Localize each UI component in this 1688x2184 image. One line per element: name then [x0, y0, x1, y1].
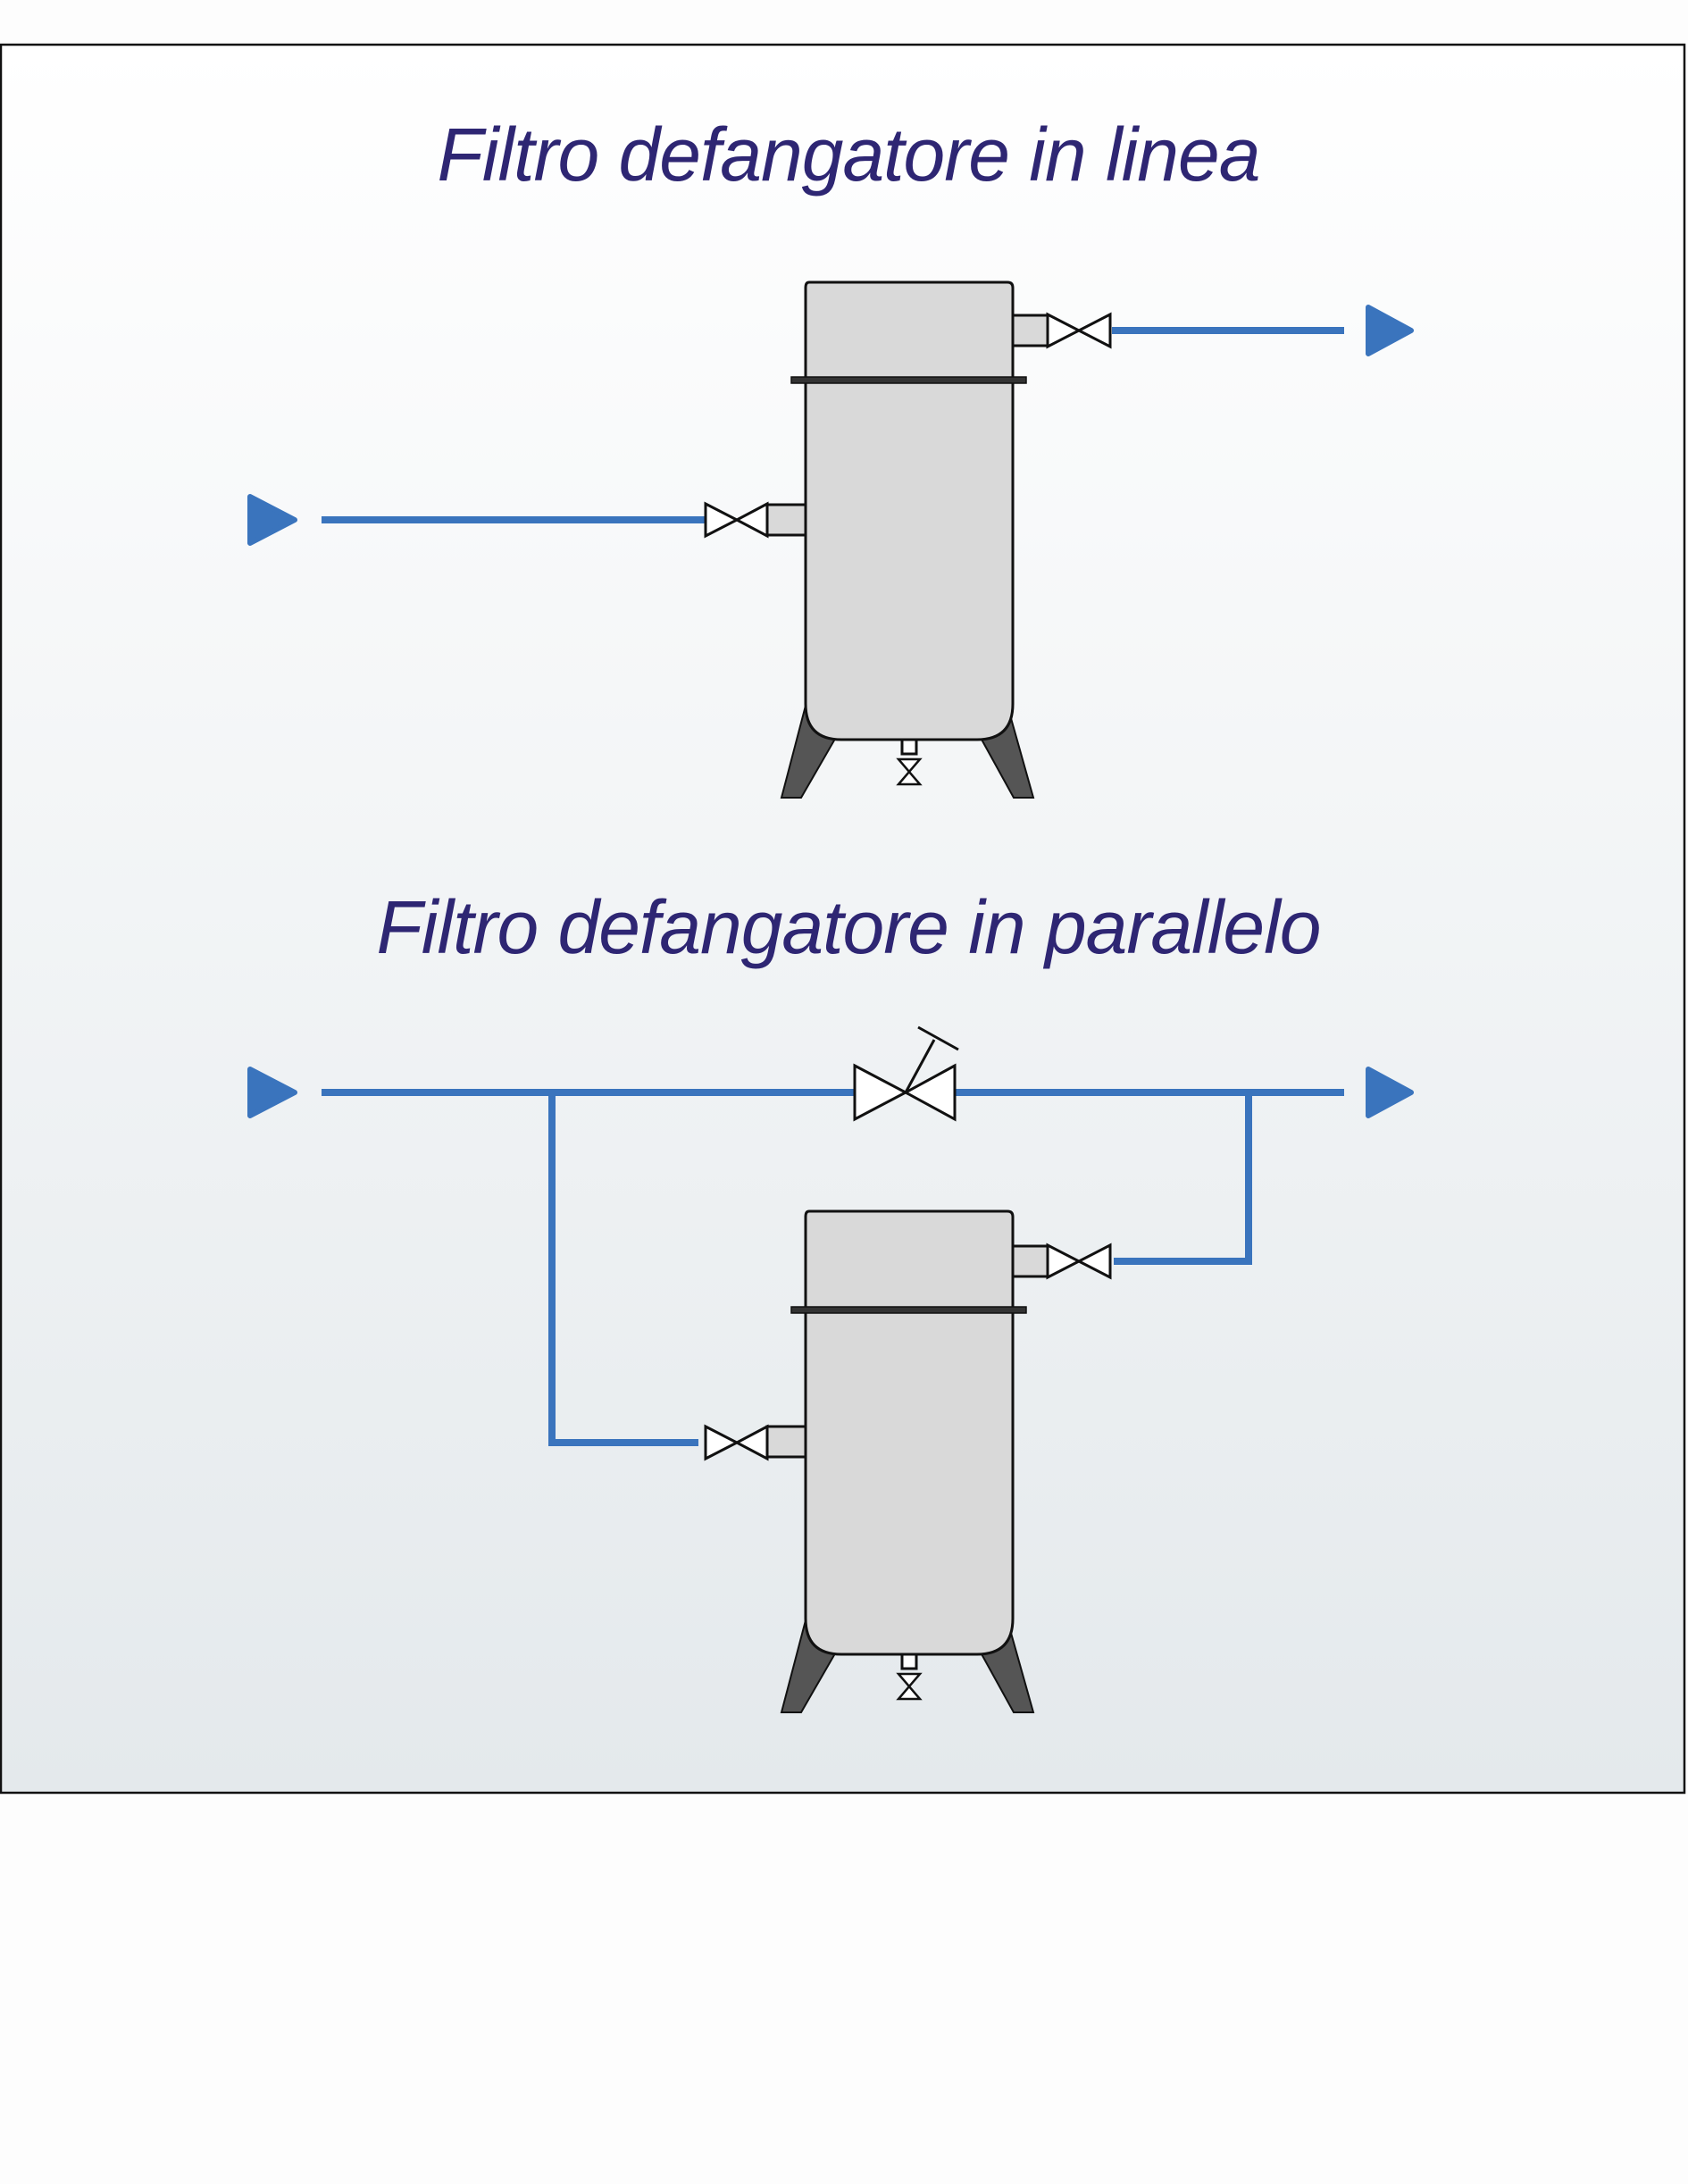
handwheel-valve-icon	[853, 1063, 957, 1122]
gate-valve-icon	[1046, 312, 1112, 349]
title-in-line: Filtro defangatore in linea	[438, 113, 1260, 197]
inlet-nozzle	[765, 1425, 807, 1459]
outlet-nozzle	[1007, 314, 1049, 347]
vessel-flange	[790, 1306, 1027, 1314]
branch-pipe-inlet	[548, 1092, 698, 1446]
vessel-flange	[790, 376, 1027, 384]
outlet-nozzle	[1007, 1244, 1049, 1278]
flow-arrow-icon	[247, 494, 297, 546]
drain-nozzle	[900, 1653, 918, 1670]
filter-vessel	[804, 280, 1015, 741]
gate-valve-icon	[1046, 1243, 1112, 1280]
parallel-diagram	[247, 1025, 1414, 1713]
title-parallel: Filtro defangatore in parallelo	[377, 885, 1321, 969]
drain-nozzle	[900, 738, 918, 756]
branch-pipe-outlet	[1114, 1092, 1252, 1265]
gate-valve-icon	[704, 1424, 769, 1461]
in-line-diagram	[247, 280, 1414, 799]
valve-stem	[904, 1039, 936, 1093]
flow-arrow-icon	[1366, 305, 1414, 356]
valve-handwheel	[917, 1025, 959, 1051]
gate-valve-icon	[704, 501, 769, 539]
flow-arrow-icon	[1366, 1067, 1414, 1118]
inlet-nozzle	[765, 503, 807, 537]
drain-valve-icon	[896, 1672, 923, 1701]
flow-arrow-icon	[247, 1067, 297, 1118]
drain-valve-icon	[896, 757, 923, 786]
filter-vessel	[804, 1209, 1015, 1656]
